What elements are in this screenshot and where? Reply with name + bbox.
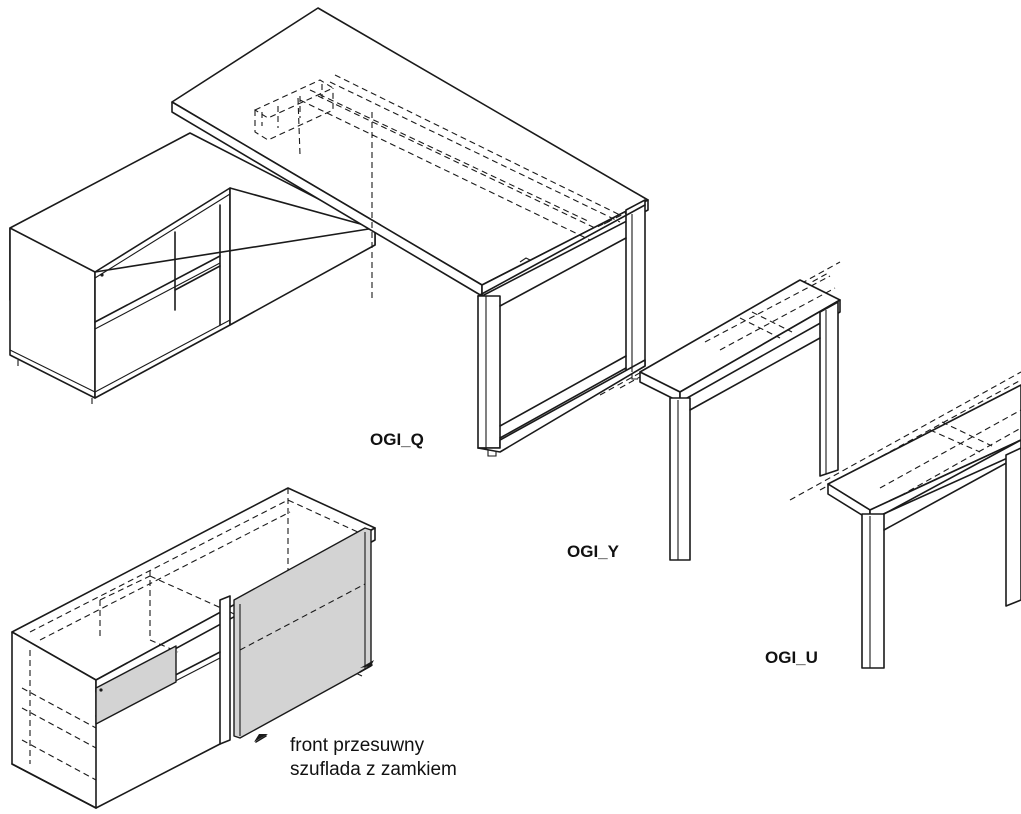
note-lockable-drawer: szuflada z zamkiem (290, 759, 457, 780)
model-label-ogi-y: OGI_Y (567, 542, 619, 561)
ogi-u-desk (789, 371, 1021, 669)
model-label-ogi-u: OGI_U (765, 648, 818, 667)
cabinet-note: front przesuwny szuflada z zamkiem (290, 734, 457, 782)
model-label-ogi-q: OGI_Q (370, 430, 424, 449)
ogi-y-desk (599, 261, 841, 561)
side-cabinet (9, 132, 376, 404)
ogi-q-assembly (9, 7, 649, 457)
o-leg (477, 199, 646, 457)
note-sliding-front: front przesuwny (290, 735, 425, 756)
sliding-front-cabinet (11, 487, 376, 809)
